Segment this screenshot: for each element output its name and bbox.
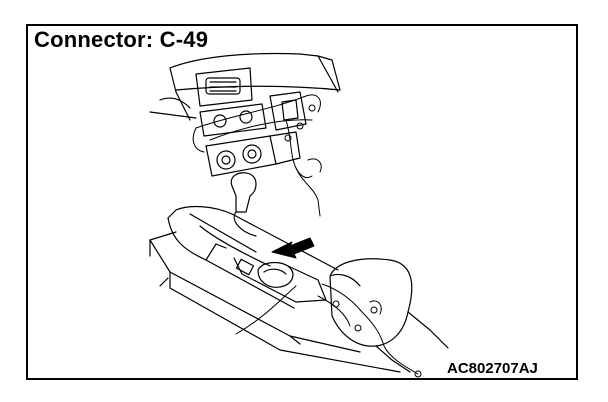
figure-code: AC802707AJ [447, 360, 538, 377]
diagram-frame [26, 24, 578, 380]
center-console [149, 205, 401, 373]
center-panel [195, 67, 307, 137]
dashboard-outline [149, 52, 341, 121]
gear-shift [230, 172, 257, 237]
floor-outline [159, 277, 301, 345]
hvac-controls [205, 131, 301, 177]
shift-boot-area [257, 261, 327, 303]
wiring-harness-upper [192, 94, 322, 217]
diagram-title: Connector: C-49 [34, 27, 209, 52]
armrest [329, 258, 449, 373]
arrow-pointing-to-connector-icon [271, 237, 315, 259]
wiring-harness-lower [235, 283, 422, 378]
